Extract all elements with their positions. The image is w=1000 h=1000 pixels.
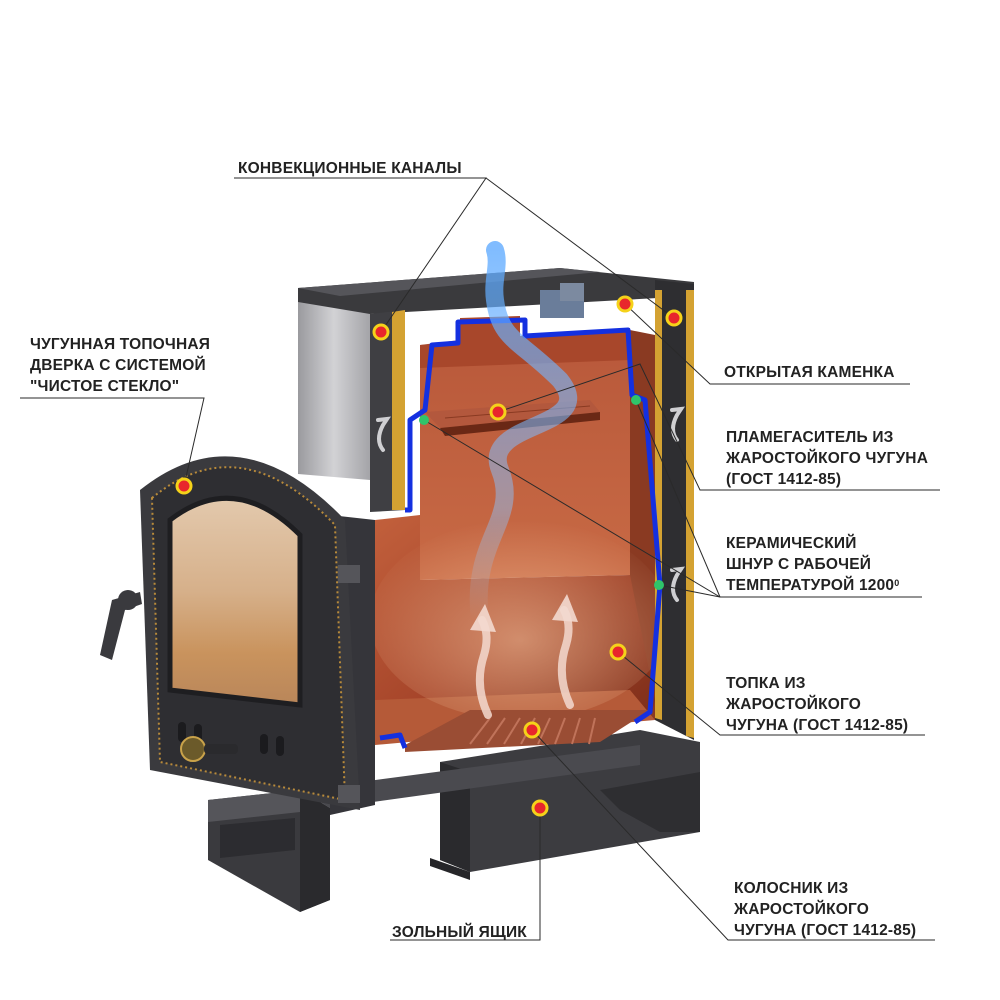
- label-convection-channels: КОНВЕКЦИОННЫЕ КАНАЛЫ: [238, 158, 462, 179]
- label-line: (ГОСТ 1412-85): [726, 471, 842, 488]
- label-grate: КОЛОСНИК ИЗ ЖАРОСТОЙКОГО ЧУГУНА (ГОСТ 14…: [734, 878, 916, 941]
- label-line: ЖАРОСТОЙКОГО: [734, 901, 870, 918]
- label-line: ЗОЛЬНЫЙ ЯЩИК: [392, 924, 527, 941]
- marker-cord-2: [631, 395, 641, 405]
- marker-cord-1: [419, 415, 429, 425]
- firebox-door: [100, 456, 360, 810]
- label-line: ЧУГУНА (ГОСТ 1412-85): [734, 922, 917, 939]
- smoke-stream: [469, 241, 578, 629]
- label-line: ТЕМПЕРАТУРОЙ 12000: [726, 575, 899, 596]
- convection-channel-left: [370, 310, 405, 512]
- marker-ash-drawer: [531, 799, 549, 817]
- heat-arrow-heads: [470, 594, 578, 632]
- label-line: ЖАРОСТОЙКОГО ЧУГУНА: [726, 450, 929, 467]
- label-line: КЕРАМИЧЕСКИЙ: [726, 535, 857, 552]
- degree-superscript: 0: [894, 578, 900, 588]
- label-line: ЖАРОСТОЙКОГО: [726, 696, 862, 713]
- label-line: ОТКРЫТАЯ КАМЕНКА: [724, 364, 895, 381]
- label-line: КОНВЕКЦИОННЫЕ КАНАЛЫ: [238, 160, 462, 177]
- label-line: ТОПКА ИЗ: [726, 675, 806, 692]
- leader-lines: [20, 177, 940, 941]
- label-firebox: ТОПКА ИЗ ЖАРОСТОЙКОГО ЧУГУНА (ГОСТ 1412-…: [726, 673, 908, 736]
- marker-cord-3: [654, 580, 664, 590]
- markers: [175, 295, 683, 817]
- marker-flame-damper: [489, 403, 507, 421]
- side-panel: [298, 296, 370, 480]
- label-flame-damper: ПЛАМЕГАСИТЕЛЬ ИЗ ЖАРОСТОЙКОГО ЧУГУНА (ГО…: [726, 427, 928, 490]
- label-open-kamenka: ОТКРЫТАЯ КАМЕНКА: [724, 362, 895, 383]
- ash-drawer: [208, 745, 640, 912]
- label-line: "ЧИСТОЕ СТЕКЛО": [30, 378, 180, 395]
- label-ceramic-cord: КЕРАМИЧЕСКИЙ ШНУР С РАБОЧЕЙ ТЕМПЕРАТУРОЙ…: [726, 533, 899, 596]
- marker-convection-left: [372, 323, 390, 341]
- label-ash-drawer: ЗОЛЬНЫЙ ЯЩИК: [392, 922, 527, 943]
- marker-grate: [523, 721, 541, 739]
- convection-channel-right: [655, 280, 694, 740]
- stove-base: [430, 730, 700, 880]
- label-line: КОЛОСНИК ИЗ: [734, 880, 849, 897]
- label-line: ЧУГУНА (ГОСТ 1412-85): [726, 717, 909, 734]
- marker-convection-right: [665, 309, 683, 327]
- marker-door: [175, 477, 193, 495]
- marker-firebox: [609, 643, 627, 661]
- ceramic-cord: [379, 317, 663, 749]
- label-line: ДВЕРКА С СИСТЕМОЙ: [30, 357, 206, 374]
- label-line: ПЛАМЕГАСИТЕЛЬ ИЗ: [726, 429, 894, 446]
- label-line: ШНУР С РАБОЧЕЙ: [726, 556, 872, 573]
- marker-kamenka: [616, 295, 634, 313]
- label-text: ТЕМПЕРАТУРОЙ 1200: [726, 577, 895, 594]
- label-line: ЧУГУННАЯ ТОПОЧНАЯ: [30, 336, 211, 353]
- label-door: ЧУГУННАЯ ТОПОЧНАЯ ДВЕРКА С СИСТЕМОЙ "ЧИС…: [30, 334, 210, 397]
